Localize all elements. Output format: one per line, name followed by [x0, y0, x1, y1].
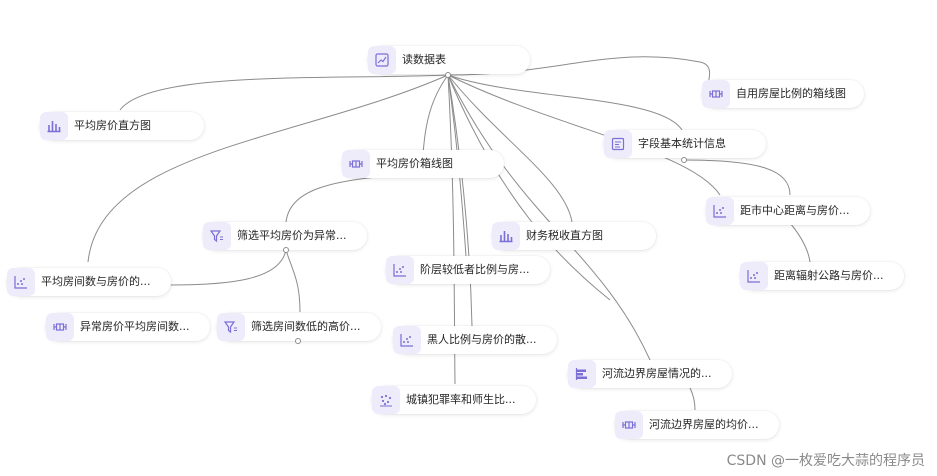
edge-river-riveravg [689, 387, 696, 411]
edge-box1-filt1 [285, 174, 401, 223]
edge-filt1-filt2 [285, 249, 301, 313]
filter-icon [217, 313, 245, 341]
node-label: 河流边界房屋的均价... [649, 418, 759, 431]
boxplot-icon [702, 80, 730, 108]
node-label: 字段基本统计信息 [638, 137, 726, 150]
watermark: CSDN @一枚爱吃大蒜的程序员 [726, 453, 925, 469]
line-chart-icon [368, 46, 396, 74]
node-distance-center-scatter[interactable]: 距市中心距离与房价... [706, 197, 870, 225]
scatter-icon [740, 262, 768, 290]
edge-root-black [447, 74, 473, 327]
hbar-icon [568, 360, 596, 388]
output-port[interactable] [283, 247, 289, 253]
edge-root-stats [447, 74, 683, 131]
boxplot-icon [46, 313, 74, 341]
node-label: 筛选房间数低的高价... [251, 320, 361, 333]
node-label: 平均房间数与房价的... [41, 275, 151, 288]
node-label: 读数据表 [402, 53, 446, 66]
node-label: 平均房价直方图 [74, 119, 151, 132]
node-label: 距离辐射公路与房价... [774, 269, 884, 282]
output-port[interactable] [445, 72, 451, 78]
node-label: 距市中心距离与房价... [740, 204, 850, 217]
edge-root-river [447, 74, 651, 361]
scatter-icon [386, 256, 414, 284]
node-avg-price-histogram[interactable]: 平均房价直方图 [40, 112, 204, 140]
node-tax-histogram[interactable]: 财务税收直方图 [492, 222, 656, 250]
node-highway-distance-scatter[interactable]: 距离辐射公路与房价... [740, 262, 904, 290]
node-crime-ratio-scatter[interactable]: 城镇犯罪率和师生比... [372, 386, 536, 414]
node-filter-anomalous-price[interactable]: 筛选平均房价为异常... [203, 222, 367, 250]
scatter-icon [7, 268, 35, 296]
boxplot-icon [342, 150, 370, 178]
node-label: 筛选平均房价为异常... [237, 229, 347, 242]
scatter-matrix-icon [372, 386, 400, 414]
edge-root-rooms [87, 74, 449, 263]
node-black-ratio-scatter[interactable]: 黑人比例与房价的散... [393, 326, 557, 354]
node-label: 异常房价平均房间数... [80, 320, 190, 333]
edge-root-hist1 [119, 74, 449, 111]
edge-root-riveravg [447, 74, 611, 301]
node-label: 平均房价箱线图 [376, 157, 453, 170]
edge-filt1-anombox [169, 249, 287, 286]
node-read-table[interactable]: 读数据表 [368, 46, 530, 74]
node-river-boundary-bar[interactable]: 河流边界房屋情况的... [568, 360, 732, 388]
node-label: 黑人比例与房价的散... [427, 333, 537, 346]
node-label: 城镇犯罪率和师生比... [406, 393, 516, 406]
node-label: 财务税收直方图 [526, 229, 603, 242]
edge-stats-dist [683, 159, 791, 196]
edge-root-tax [447, 74, 573, 223]
node-label: 自用房屋比例的箱线图 [736, 87, 846, 100]
node-anomaly-rooms-boxplot[interactable]: 异常房价平均房间数... [46, 313, 210, 341]
boxplot-icon [615, 411, 643, 439]
node-river-avg-price-boxplot[interactable]: 河流边界房屋的均价... [615, 411, 779, 439]
output-port[interactable] [681, 157, 687, 163]
node-rooms-price-scatter[interactable]: 平均房间数与房价的... [7, 268, 171, 296]
edge-root-box1 [422, 74, 449, 156]
node-self-occupied-boxplot[interactable]: 自用房屋比例的箱线图 [702, 80, 864, 108]
bar-chart-icon [40, 112, 68, 140]
output-port[interactable] [295, 338, 301, 344]
node-filter-low-rooms-high-price[interactable]: 筛选房间数低的高价... [217, 313, 381, 341]
node-label: 河流边界房屋情况的... [602, 367, 712, 380]
node-avg-price-boxplot[interactable]: 平均房价箱线图 [342, 150, 504, 178]
scatter-icon [393, 326, 421, 354]
edge-dist-road [789, 222, 811, 263]
node-label: 阶层较低者比例与房... [420, 263, 530, 276]
table-stats-icon [604, 130, 632, 158]
scatter-icon [706, 197, 734, 225]
bar-chart-icon [492, 222, 520, 250]
filter-icon [203, 222, 231, 250]
node-field-stats[interactable]: 字段基本统计信息 [604, 130, 766, 158]
node-lower-status-scatter[interactable]: 阶层较低者比例与房... [386, 256, 550, 284]
